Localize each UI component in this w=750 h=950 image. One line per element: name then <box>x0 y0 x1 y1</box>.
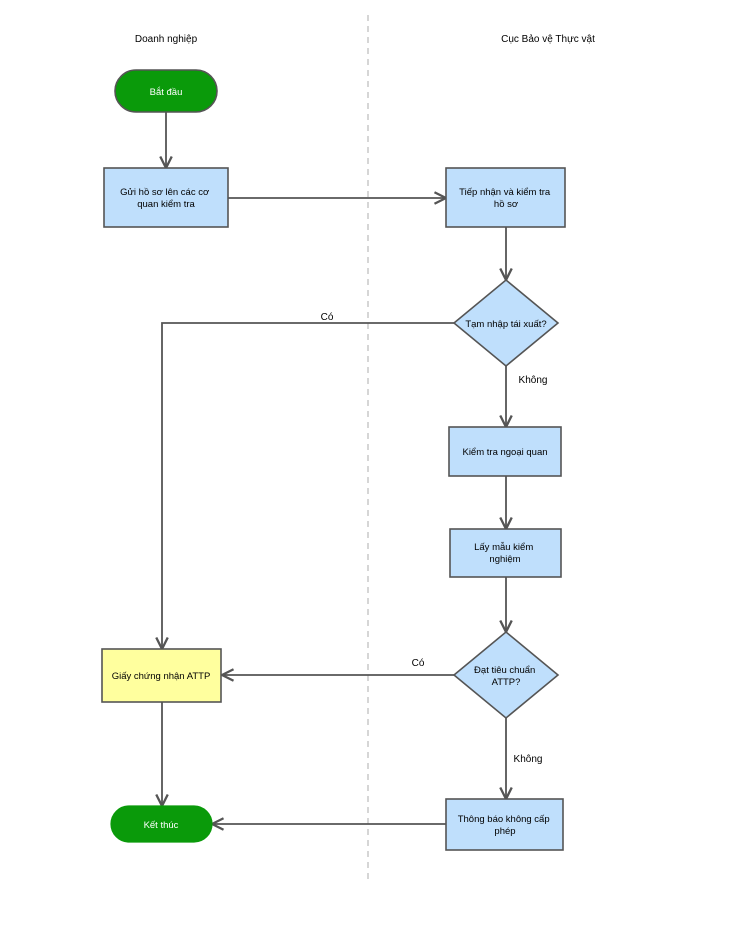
inspect-box: Kiểm tra ngoại quan <box>448 426 562 477</box>
submit-dossier-box: Gửi hồ sơ lên các cơ quan kiểm tra <box>103 167 229 228</box>
reject-notice-box: Thông báo không cấp phép <box>445 798 564 851</box>
svg-text:Đạt tiêu chuẩn ATTP?: Đạt tiêu chuẩn ATTP? <box>474 665 538 688</box>
sample-box: Lấy mẫu kiểm nghiệm <box>449 528 562 578</box>
edge-label-standard-yes: Có <box>412 658 425 669</box>
reject-label-line-1: Thông báo không cấp <box>458 814 550 825</box>
meets-standard-decision: Đạt tiêu chuẩn ATTP? <box>452 630 560 720</box>
svg-text:Thông báo không cấp phép: Thông báo không cấp phép <box>458 814 553 837</box>
lane-title-left: Doanh nghiệp <box>135 34 198 45</box>
meets-standard-label-line-1: Đạt tiêu chuẩn <box>474 665 535 676</box>
sample-label-line-2: nghiệm <box>489 554 520 565</box>
start-label: Bắt đầu <box>150 87 183 98</box>
svg-text:Lấy mẫu kiểm nghiệm: Lấy mẫu kiểm nghiệm <box>474 542 536 565</box>
submit-label-line-1: Gửi hồ sơ lên các cơ <box>120 187 209 198</box>
inspect-label: Kiểm tra ngoại quan <box>462 447 547 458</box>
connectors <box>162 112 506 824</box>
edge-label-temp-yes: Có <box>321 312 334 323</box>
edge-temp-import-yes-to-certificate <box>162 322 454 649</box>
end-label: Kết thúc <box>144 820 179 831</box>
meets-standard-label-line-2: ATTP? <box>492 677 521 688</box>
temp-import-label: Tạm nhập tái xuất? <box>465 319 546 330</box>
receive-label-line-1: Tiếp nhận và kiểm tra <box>459 187 551 198</box>
temp-import-decision: Tạm nhập tái xuất? <box>452 278 560 368</box>
lane-title-right: Cục Bảo vệ Thực vật <box>501 34 595 45</box>
certificate-label: Giấy chứng nhận ATTP <box>112 671 211 682</box>
edge-label-temp-no: Không <box>519 375 548 386</box>
receive-dossier-box: Tiếp nhận và kiểm tra hồ sơ <box>445 167 566 228</box>
svg-text:Tiếp nhận và kiểm tra hồ: Tiếp nhận và kiểm tra hồ sơ <box>459 187 553 210</box>
submit-label-line-2: quan kiểm tra <box>137 199 195 210</box>
certificate-box: Giấy chứng nhận ATTP <box>101 648 222 703</box>
end-terminal: Kết thúc <box>110 805 213 843</box>
edge-label-standard-no: Không <box>514 754 543 765</box>
sample-label-line-1: Lấy mẫu kiểm <box>474 542 533 553</box>
reject-label-line-2: phép <box>494 826 515 837</box>
start-terminal: Bắt đầu <box>114 69 218 113</box>
svg-text:Gửi hồ sơ lên các cơ qua: Gửi hồ sơ lên các cơ quan kiểm tra <box>120 187 212 210</box>
receive-label-line-2: hồ sơ <box>494 199 518 210</box>
